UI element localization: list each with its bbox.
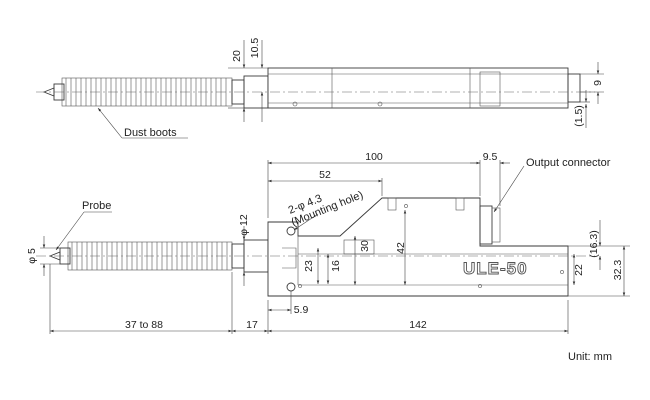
dim-side-52: 52: [319, 169, 331, 181]
top-end-block: [567, 73, 581, 103]
unit-label: Unit: mm: [568, 351, 612, 363]
dim-side-5-9: 5.9: [294, 304, 309, 316]
dim-side-16-3: (16.3): [588, 230, 600, 257]
label-probe: Probe: [82, 200, 111, 212]
dim-top-1-5: (1.5): [573, 105, 585, 127]
model-logo: ULE-50: [463, 259, 528, 278]
side-view: ULE-50 100 52 9.5 Output connector 2-φ 4…: [26, 151, 630, 334]
label-output-connector: Output connector: [526, 157, 611, 169]
dim-side-32-3: 32.3: [612, 260, 624, 281]
label-dust-boots: Dust boots: [124, 127, 177, 139]
dim-side-100: 100: [365, 151, 383, 163]
dim-top-20: 20: [231, 50, 243, 62]
dim-side-dia-5: φ 5: [26, 248, 38, 264]
dim-side-dia-12: φ 12: [238, 214, 250, 236]
output-connector: [479, 205, 493, 245]
mounting-hole-top: [286, 226, 296, 236]
dim-top-10-5: 10.5: [249, 38, 261, 59]
top-view: 20 10.5 9 (1.5) Dust boots: [36, 38, 604, 139]
dim-side-30: 30: [359, 240, 371, 252]
dim-side-23: 23: [303, 260, 315, 272]
dim-side-9-5: 9.5: [483, 151, 498, 163]
dim-side-16: 16: [330, 260, 342, 272]
top-main-body: [267, 67, 569, 109]
dim-side-42: 42: [395, 242, 407, 254]
dim-side-17: 17: [246, 319, 258, 331]
side-main-body: [267, 197, 569, 297]
dim-side-22: 22: [573, 264, 585, 276]
dim-side-142: 142: [409, 319, 427, 331]
top-connector: [479, 71, 501, 107]
dim-side-37-to-88: 37 to 88: [125, 319, 163, 331]
dim-top-9: 9: [592, 80, 604, 86]
